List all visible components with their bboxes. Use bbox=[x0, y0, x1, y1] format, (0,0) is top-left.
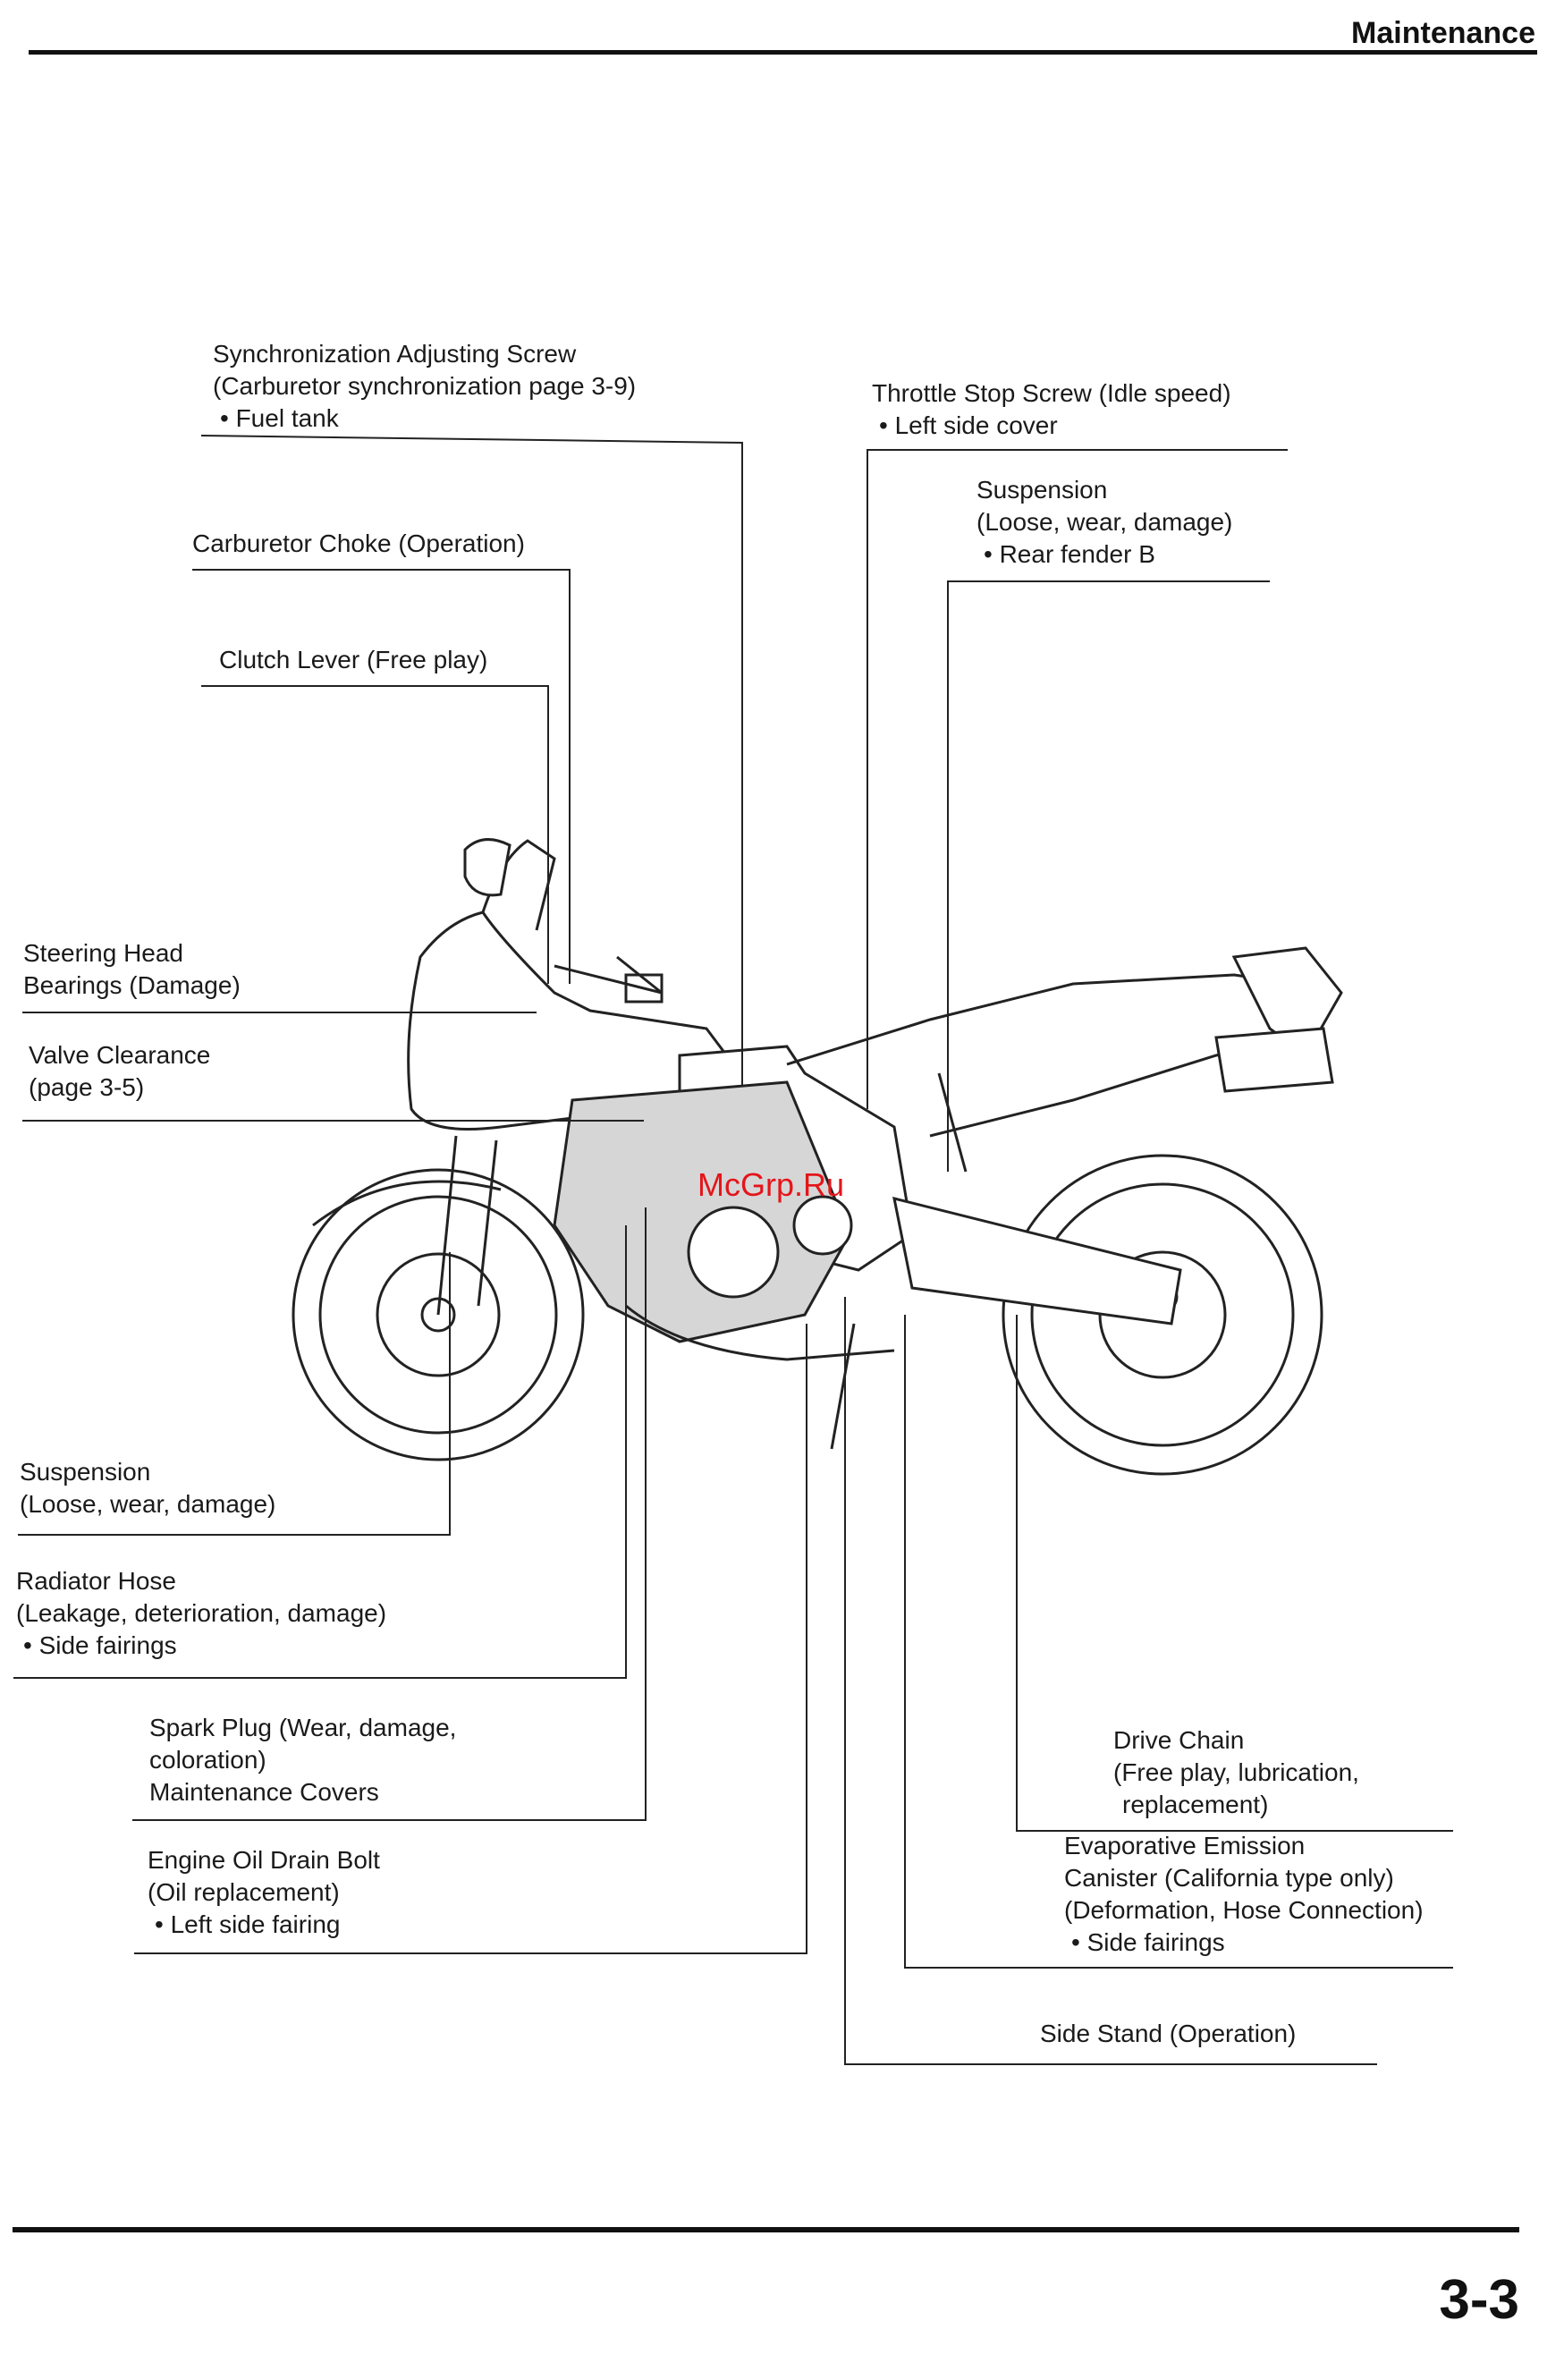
callout-line: Side Stand (Operation) bbox=[1040, 2020, 1297, 2047]
callout-line: Canister (California type only) bbox=[1064, 1864, 1394, 1892]
callout-line: Bearings (Damage) bbox=[23, 971, 241, 999]
page-number: 3-3 bbox=[1439, 2269, 1519, 2331]
callout-line: Valve Clearance bbox=[29, 1041, 211, 1069]
callout-line: • Side fairings bbox=[1071, 1928, 1225, 1956]
callout-carburetor-choke: Carburetor Choke (Operation) bbox=[192, 528, 525, 560]
footer-rule bbox=[13, 2227, 1519, 2232]
callout-line: Engine Oil Drain Bolt bbox=[148, 1846, 380, 1874]
callout-front-suspension: Suspension (Loose, wear, damage) bbox=[20, 1456, 275, 1520]
swingarm bbox=[892, 1196, 1182, 1326]
callout-line: Clutch Lever (Free play) bbox=[219, 646, 488, 673]
rear-tire bbox=[1002, 1154, 1323, 1476]
watermark: McGrp.Ru bbox=[697, 1166, 845, 1203]
callout-line: (Loose, wear, damage) bbox=[20, 1490, 276, 1518]
callout-line: Throttle Stop Screw (Idle speed) bbox=[872, 379, 1231, 407]
muffler bbox=[1214, 1027, 1334, 1093]
front-rim bbox=[318, 1195, 558, 1435]
motorcycle-illustration bbox=[292, 838, 1343, 1476]
callout-line: Carburetor Choke (Operation) bbox=[192, 529, 525, 557]
callout-line: Radiator Hose bbox=[16, 1567, 176, 1595]
callout-line: (Deformation, Hose Connection) bbox=[1064, 1896, 1424, 1924]
callout-line: (Leakage, deterioration, damage) bbox=[16, 1599, 387, 1627]
callout-line: • Fuel tank bbox=[220, 404, 339, 432]
side-stand bbox=[830, 1323, 856, 1450]
callout-line: (Free play, lubrication, bbox=[1113, 1758, 1359, 1786]
callout-side-stand: Side Stand (Operation) bbox=[1040, 2018, 1296, 2050]
grip bbox=[624, 973, 664, 1004]
callout-evap-canister: Evaporative Emission Canister (Californi… bbox=[1064, 1830, 1424, 1959]
front-forks bbox=[436, 1135, 498, 1316]
section-title: Maintenance bbox=[1351, 16, 1535, 50]
exhaust-header bbox=[625, 1304, 895, 1361]
callout-line: • Left side fairing bbox=[155, 1910, 341, 1938]
engine-block bbox=[553, 1080, 851, 1343]
front-brake-disc bbox=[376, 1252, 501, 1377]
callout-line: • Rear fender B bbox=[984, 540, 1155, 568]
callout-valve-clearance: Valve Clearance (page 3-5) bbox=[29, 1039, 210, 1104]
leader-lines bbox=[13, 435, 1453, 2065]
engine-cover bbox=[687, 1206, 780, 1299]
callout-steering-head: Steering Head Bearings (Damage) bbox=[23, 937, 241, 1002]
callout-line: replacement) bbox=[1122, 1791, 1269, 1818]
callout-spark-plug: Spark Plug (Wear, damage, coloration) Ma… bbox=[149, 1712, 456, 1808]
callout-line: Maintenance Covers bbox=[149, 1778, 379, 1806]
front-axle bbox=[420, 1297, 456, 1333]
callout-line: Steering Head bbox=[23, 939, 184, 967]
rear-rim bbox=[1030, 1182, 1295, 1447]
callout-line: (Oil replacement) bbox=[148, 1878, 340, 1906]
header-rule bbox=[29, 50, 1537, 55]
callout-line: • Left side cover bbox=[879, 411, 1058, 439]
callout-line: (Carburetor synchronization page 3-9) bbox=[213, 372, 637, 400]
callout-line: Suspension bbox=[976, 476, 1108, 504]
front-fender bbox=[312, 1180, 502, 1227]
callout-line: Evaporative Emission bbox=[1064, 1832, 1306, 1859]
callout-line: (page 3-5) bbox=[29, 1073, 145, 1101]
callout-line: Spark Plug (Wear, damage, bbox=[149, 1714, 457, 1741]
callout-line: Suspension bbox=[20, 1458, 151, 1486]
callout-line: Synchronization Adjusting Screw bbox=[213, 340, 577, 368]
callout-line: • Side fairings bbox=[23, 1631, 177, 1659]
callout-throttle-stop-screw: Throttle Stop Screw (Idle speed) • Left … bbox=[872, 377, 1231, 442]
callout-line: (Loose, wear, damage) bbox=[976, 508, 1233, 536]
front-tire bbox=[292, 1168, 585, 1461]
callout-drive-chain: Drive Chain (Free play, lubrication, rep… bbox=[1113, 1724, 1359, 1821]
callout-clutch-lever: Clutch Lever (Free play) bbox=[219, 644, 487, 676]
callout-oil-drain-bolt: Engine Oil Drain Bolt (Oil replacement) … bbox=[148, 1844, 380, 1941]
callout-radiator-hose: Radiator Hose (Leakage, deterioration, d… bbox=[16, 1565, 386, 1662]
callout-line: Drive Chain bbox=[1113, 1726, 1245, 1754]
callout-rear-suspension: Suspension (Loose, wear, damage) • Rear … bbox=[976, 474, 1232, 571]
rear-shock bbox=[937, 1072, 968, 1173]
engine-sprocket-cover bbox=[792, 1195, 853, 1256]
mirror bbox=[463, 838, 511, 897]
callout-line: coloration) bbox=[149, 1746, 266, 1774]
callout-sync-adjusting-screw: Synchronization Adjusting Screw (Carbure… bbox=[213, 338, 636, 435]
